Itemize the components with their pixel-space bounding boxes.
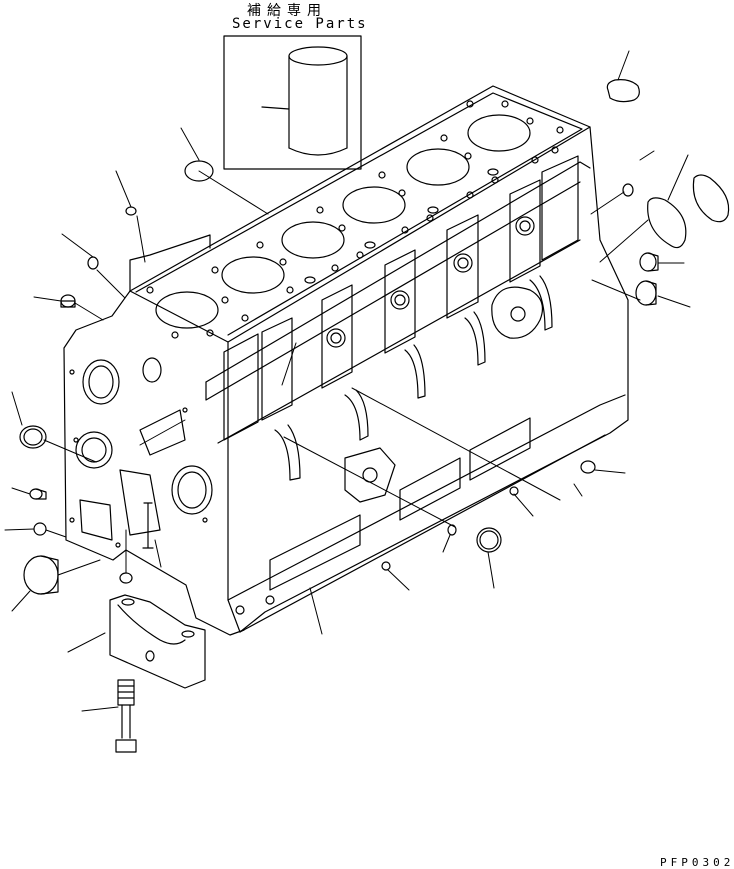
service-parts-title-jp: 補給専用 <box>247 3 327 19</box>
deck-holes <box>147 101 563 338</box>
service-parts-title-en: Service Parts <box>232 16 368 32</box>
main-bearing-cap <box>110 595 205 688</box>
expansion-plugs <box>185 80 729 570</box>
service-parts-box <box>224 36 361 169</box>
cylinder-bores <box>156 115 530 328</box>
cylinder-block <box>64 86 628 635</box>
main-bearing-bolt <box>116 680 136 752</box>
leader-lines <box>5 51 690 711</box>
drawing-code: PFP0302 <box>660 856 734 869</box>
cylinder-liner <box>289 47 347 155</box>
left-small-parts <box>20 207 153 594</box>
